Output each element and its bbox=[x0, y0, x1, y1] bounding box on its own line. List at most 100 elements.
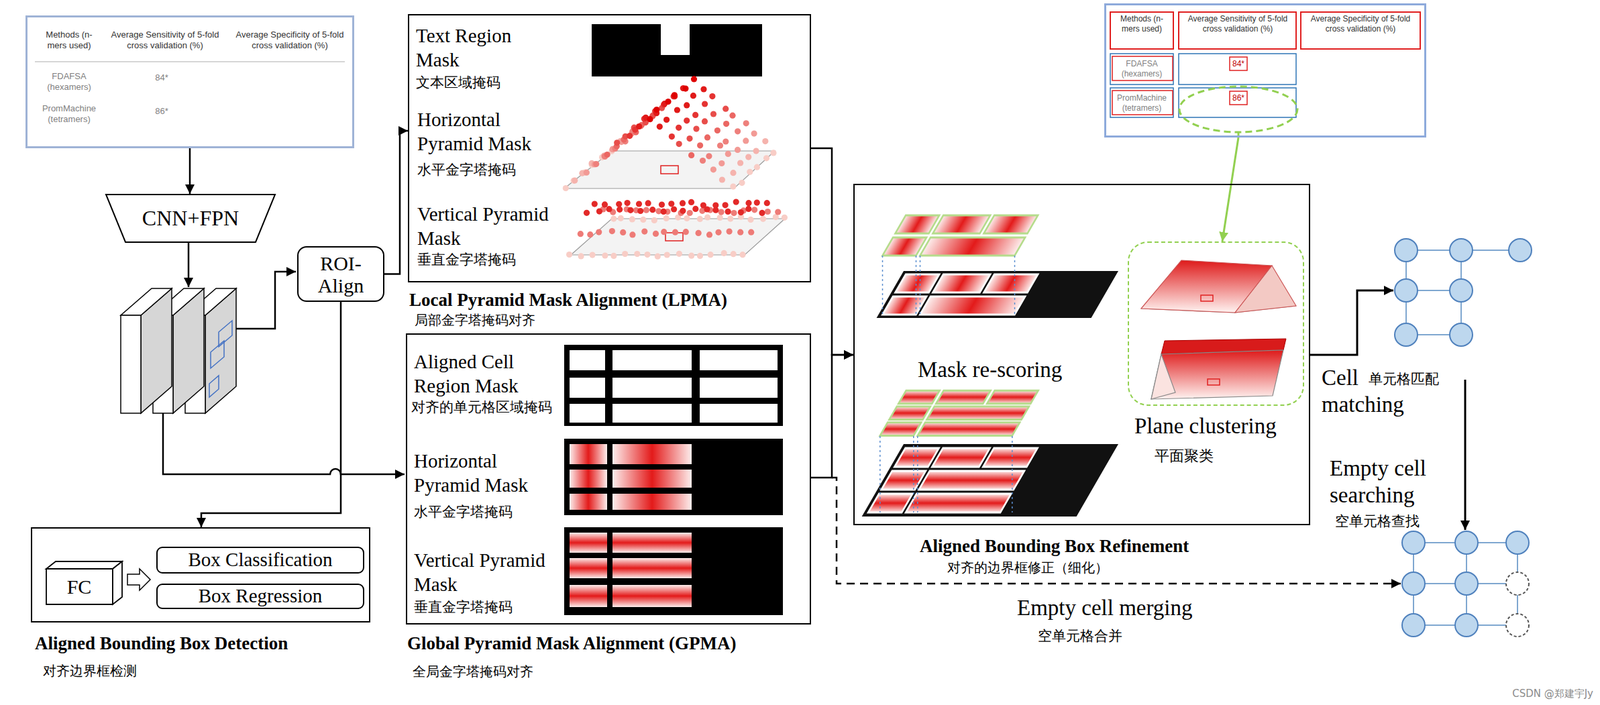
scatter-dot bbox=[737, 229, 744, 236]
cell-node bbox=[1394, 279, 1418, 302]
cell-layer bbox=[862, 444, 1119, 517]
scatter-dot bbox=[619, 229, 626, 236]
scatter-dot bbox=[699, 157, 706, 164]
cell-mask bbox=[699, 350, 778, 371]
highlight-box bbox=[1110, 12, 1174, 49]
node-text: ROI-Align bbox=[298, 252, 384, 297]
cell-mask bbox=[569, 350, 606, 371]
scatter-dot bbox=[723, 120, 730, 127]
scatter-dot bbox=[633, 250, 640, 257]
scatter-dot bbox=[610, 252, 617, 259]
scatter-dot bbox=[715, 229, 722, 236]
scatter-dot bbox=[664, 98, 671, 105]
scatter-dot bbox=[660, 228, 667, 235]
cell-mask bbox=[881, 470, 926, 490]
cell-mask bbox=[569, 532, 608, 553]
node-text: 对齐边界框检测 bbox=[42, 662, 137, 679]
scatter-dot bbox=[751, 206, 758, 213]
scatter-dot bbox=[577, 230, 584, 237]
scatter-dot bbox=[671, 91, 678, 98]
node-text: 垂直金字塔掩码 bbox=[413, 599, 513, 616]
scatter-dot bbox=[710, 166, 717, 173]
cell-mask bbox=[984, 215, 1039, 234]
scatter-dot bbox=[714, 127, 721, 134]
text-region-mask bbox=[591, 24, 763, 77]
feature-map-front bbox=[120, 315, 141, 414]
node-text: PromMachine (tetramers) bbox=[35, 103, 103, 126]
roi-box bbox=[209, 375, 219, 398]
scatter-dot bbox=[635, 200, 643, 207]
cell-mask bbox=[569, 469, 608, 488]
backbone-trapezoid: CNN+FPN bbox=[105, 193, 276, 243]
cell-mask bbox=[569, 444, 608, 465]
mask-plane bbox=[564, 150, 775, 189]
scatter-dot bbox=[679, 207, 686, 215]
node-text: 局部金字塔掩码对齐 bbox=[414, 311, 536, 329]
scatter-dot bbox=[660, 208, 667, 215]
node-text: Box Classification bbox=[187, 549, 333, 571]
node-text: Methods (n-mers used) bbox=[1112, 14, 1172, 35]
node-text: CNN+FPN bbox=[142, 205, 239, 231]
scatter-dot bbox=[692, 205, 699, 212]
node-text: Vertical Pyramid Mask bbox=[413, 548, 559, 598]
scatter-dot bbox=[641, 228, 648, 235]
table-plane bbox=[862, 444, 1119, 517]
scatter-dot bbox=[601, 201, 608, 208]
scatter-dot bbox=[692, 112, 699, 119]
scatter-dot bbox=[719, 176, 726, 183]
scatter-dot bbox=[615, 201, 622, 208]
flow-arrow bbox=[1464, 379, 1467, 530]
scatter-dot bbox=[704, 214, 711, 221]
scatter-dot bbox=[635, 123, 643, 130]
step-label: Empty cell searching bbox=[1329, 454, 1464, 509]
node-text: 对齐的单元格区域掩码 bbox=[411, 399, 553, 416]
scatter-dot bbox=[760, 216, 767, 223]
cluster-region: Plane clustering平面聚类 bbox=[1127, 241, 1305, 406]
scatter-dot bbox=[610, 216, 617, 223]
scatter-dot bbox=[727, 216, 734, 223]
scatter-dot bbox=[770, 149, 777, 156]
projection-line bbox=[917, 436, 919, 513]
cell-mask bbox=[699, 377, 778, 398]
node-text: Average Specificity of 5-fold cross vali… bbox=[228, 29, 351, 52]
scatter-dot bbox=[745, 154, 752, 161]
scatter-dot bbox=[686, 209, 693, 217]
scatter-dot bbox=[734, 128, 741, 135]
scatter-dot bbox=[710, 110, 717, 117]
node-text: 垂直金字塔掩码 bbox=[417, 251, 516, 269]
empty-cell-node bbox=[1506, 613, 1529, 637]
cell-mask bbox=[931, 448, 990, 467]
highlight-box bbox=[1112, 56, 1173, 81]
cell-box bbox=[1110, 53, 1174, 85]
scatter-dot bbox=[722, 105, 729, 113]
fc-block: FC bbox=[45, 560, 123, 606]
cell-node bbox=[1394, 238, 1418, 262]
node-text: Mask re-scoring bbox=[917, 357, 1062, 384]
watermark: CSDN @郑建宇Jy bbox=[1512, 687, 1594, 700]
cell-mask bbox=[984, 274, 1039, 293]
cell-mask bbox=[919, 296, 1026, 315]
scatter-dot bbox=[701, 100, 708, 107]
scatter-dot bbox=[754, 199, 761, 206]
cell-mask bbox=[894, 448, 939, 467]
cell-mask bbox=[927, 406, 1030, 420]
scatter-dot bbox=[616, 206, 623, 213]
table-background bbox=[25, 15, 355, 149]
scatter-dot bbox=[682, 85, 689, 92]
cell-layer bbox=[876, 271, 1119, 318]
scatter-dot bbox=[653, 106, 660, 113]
highlight-connector bbox=[1222, 137, 1239, 242]
node-text: Box Regression bbox=[198, 585, 323, 608]
cell-mask bbox=[933, 274, 991, 293]
scatter-dot bbox=[643, 207, 650, 214]
scatter-dot bbox=[709, 93, 716, 100]
scatter-dot bbox=[738, 179, 745, 186]
cell-mask-image bbox=[564, 527, 783, 616]
scatter-dot bbox=[774, 208, 781, 215]
prism-end bbox=[1151, 354, 1176, 400]
node-text: FDAFSA (hexamers) bbox=[38, 71, 100, 94]
scatter-dot bbox=[676, 250, 683, 257]
cell-mask bbox=[895, 274, 940, 293]
scatter-dot bbox=[729, 112, 736, 119]
scatter-dot bbox=[674, 106, 681, 113]
